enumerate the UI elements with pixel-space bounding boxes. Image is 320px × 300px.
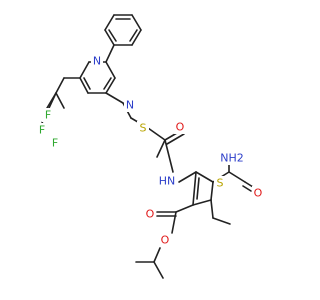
bond: [171, 211, 177, 234]
atom-label-background: [91, 54, 103, 68]
atom-label-background: [137, 121, 149, 135]
atom-fluorine: F: [42, 108, 54, 122]
atom-label: S: [217, 177, 224, 190]
atom-label-background: [49, 136, 61, 150]
atom-label: NH2: [220, 152, 244, 165]
bond: [105, 61, 116, 79]
bond: [55, 92, 65, 109]
atom-label-background: [159, 233, 171, 247]
atom-sulfur: S: [214, 176, 226, 190]
atom-nitrogen: N: [91, 54, 103, 68]
bond: [104, 14, 115, 31]
bond: [210, 181, 214, 201]
atom-label: F: [45, 109, 51, 122]
bond: [242, 185, 252, 192]
atom-nitrogen: HN: [158, 174, 176, 188]
bond: [55, 77, 65, 94]
bond: [108, 29, 117, 42]
atom-oxygen: O: [159, 233, 171, 247]
atom-label-background: [144, 207, 156, 221]
bond: [79, 61, 90, 79]
atom-label: S: [140, 122, 147, 135]
atom-label: O: [146, 208, 155, 221]
bond: [83, 77, 91, 90]
bond: [192, 199, 212, 206]
atom-oxygen: O: [144, 207, 156, 221]
atom-label-background: [36, 123, 48, 137]
bond: [153, 247, 161, 263]
atom-label-background: [174, 120, 186, 134]
bond: [79, 77, 89, 94]
bond: [131, 29, 142, 46]
bond: [196, 177, 200, 200]
atom-nitrogen: N: [124, 98, 136, 112]
atom-label-background: [252, 186, 264, 200]
bond: [156, 139, 166, 158]
bond: [105, 92, 124, 104]
bond: [192, 171, 197, 206]
atom-label: O: [176, 121, 185, 134]
bond: [228, 171, 246, 183]
bond: [210, 199, 214, 219]
atom-label-background: [42, 108, 54, 122]
atom-label-background: [214, 176, 226, 190]
bond: [175, 204, 194, 213]
bond: [103, 77, 112, 90]
atom-fluorine: F: [36, 123, 48, 137]
atom-oxygen: O: [252, 186, 264, 200]
bond: [129, 29, 138, 42]
bond: [131, 14, 142, 31]
atom-label: O: [254, 187, 263, 200]
bond: [212, 217, 231, 225]
bond: [166, 133, 185, 145]
bond: [153, 261, 164, 279]
atom-label: N: [93, 55, 101, 68]
bond: [164, 139, 174, 173]
atom-sulfur: S: [137, 121, 149, 135]
bond: [147, 127, 166, 141]
atom-fluorine: F: [49, 136, 61, 150]
atom-label-background: [219, 151, 245, 165]
bond: [105, 44, 115, 63]
atom-label-background: [124, 98, 136, 112]
bond: [195, 171, 214, 183]
atom-label-background: [158, 174, 176, 188]
atom-oxygen: O: [174, 120, 186, 134]
atom-nitrogen: NH2: [219, 151, 245, 165]
bond: [244, 181, 254, 188]
atom-label: F: [39, 124, 45, 137]
bond: [178, 171, 197, 183]
bond: [105, 77, 116, 94]
bond: [104, 29, 115, 46]
bonds: [41, 14, 254, 279]
atom-label: O: [161, 234, 170, 247]
atom-label: F: [52, 137, 58, 150]
atom-label: N: [126, 99, 134, 112]
atom-label: HN: [159, 175, 176, 188]
